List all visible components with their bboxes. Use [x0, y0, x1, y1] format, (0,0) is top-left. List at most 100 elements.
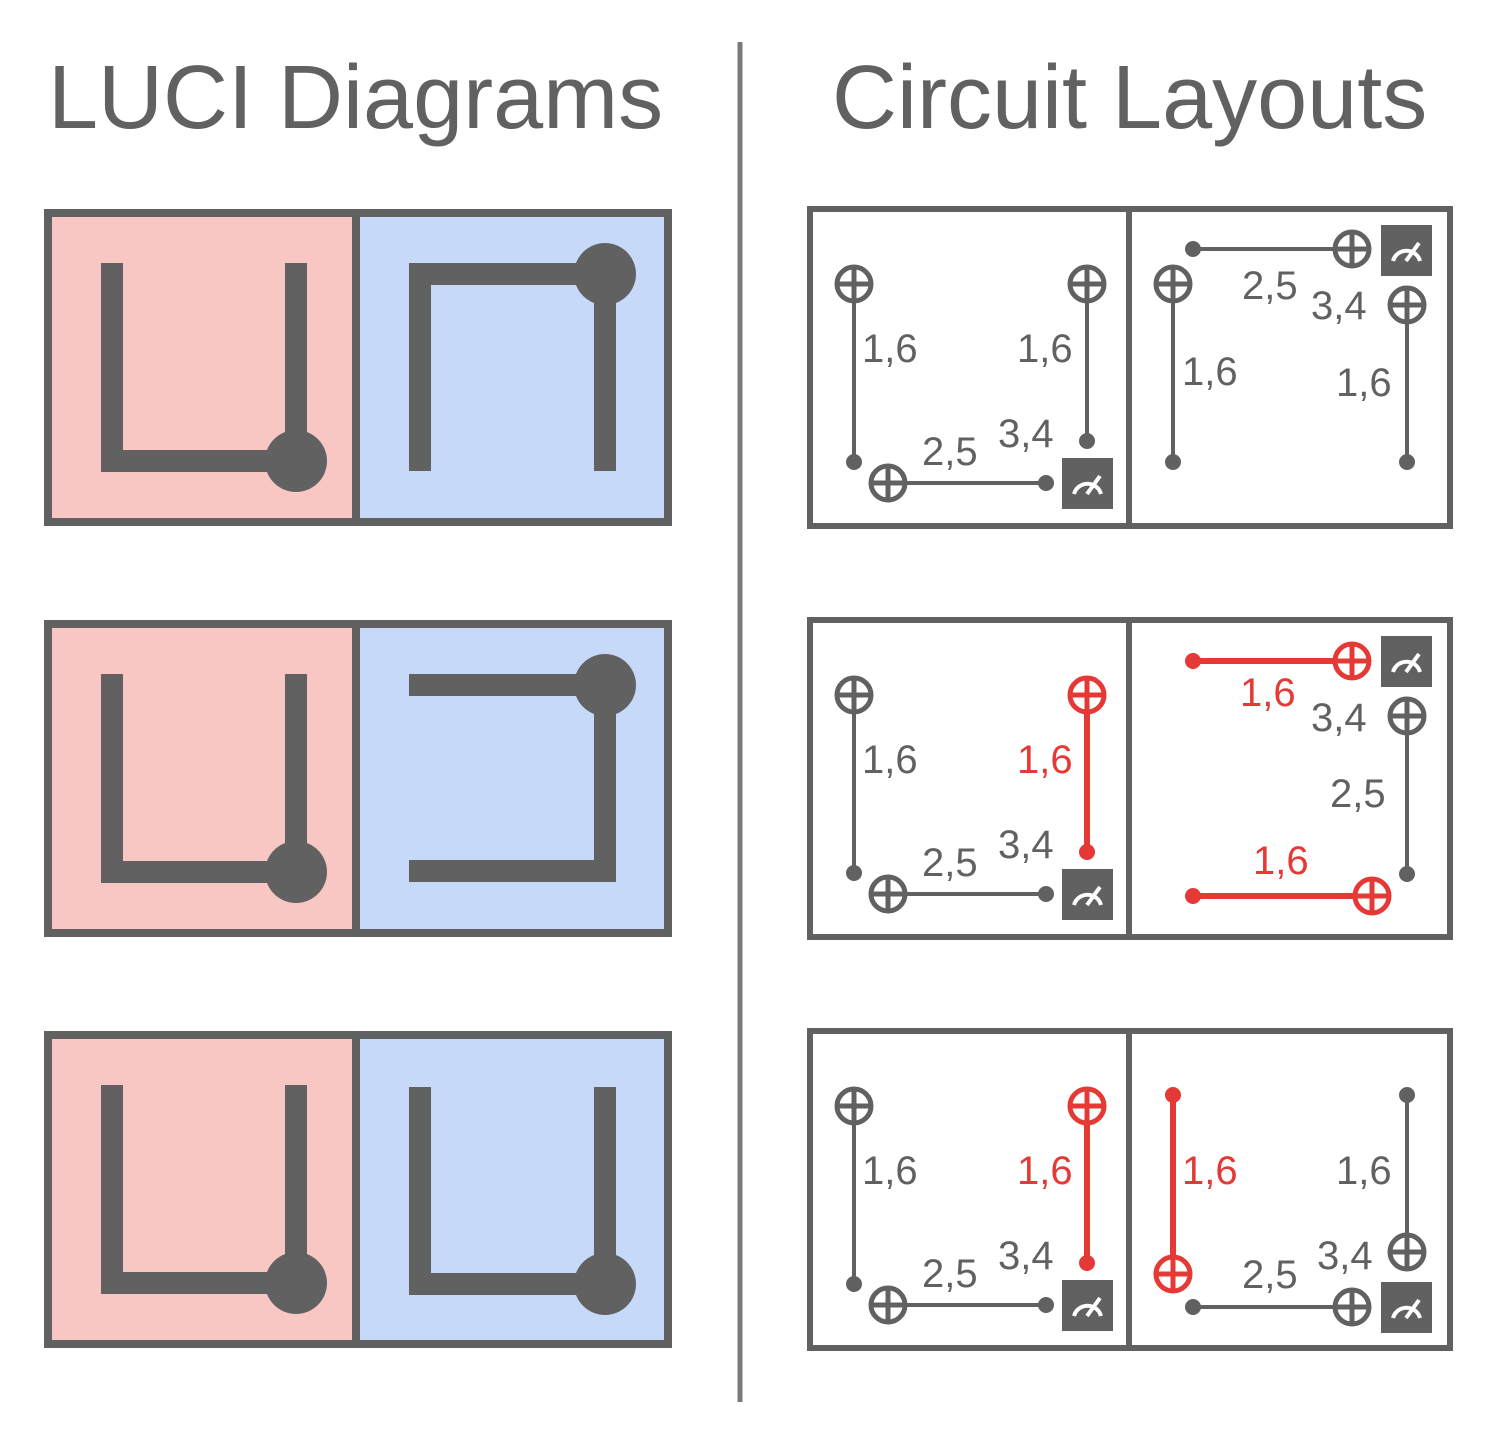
luci-wire: [101, 263, 307, 472]
luci-diagram-row: [44, 209, 672, 526]
edge-label: 1,6: [1017, 1149, 1073, 1193]
dot-icon: [1399, 866, 1415, 882]
dot-icon: [1185, 1299, 1201, 1315]
circled-plus-icon: [868, 874, 908, 914]
dot-icon: [1185, 241, 1201, 257]
edge-label: 2,5: [1330, 772, 1386, 816]
meter-arc: [1072, 1303, 1103, 1317]
dot-icon: [1079, 433, 1095, 449]
edge-label: 2,5: [1242, 1253, 1298, 1297]
meter-icon: [1381, 636, 1432, 687]
circuit-left-panel: 1,6 1,6 2,5 3,4: [834, 264, 1113, 509]
dot-icon: [574, 243, 636, 305]
edge-label: 1,6: [1182, 350, 1238, 394]
edge-label: 1,6: [1336, 1149, 1392, 1193]
luci-left-shape: [101, 674, 327, 903]
edge-label: 1,6: [1240, 671, 1296, 715]
circled-plus-icon: [1387, 285, 1427, 325]
luci-diagram-row: [44, 1031, 672, 1348]
circled-plus-icon: [834, 1086, 874, 1126]
dot-icon: [1079, 844, 1095, 860]
meter-needle: [1404, 241, 1421, 263]
circuit-left-panel: 1,6 1,6 2,5 3,4: [834, 1086, 1113, 1331]
meter-needle: [1085, 1296, 1102, 1318]
edge-label: 2,5: [922, 841, 978, 885]
circled-plus-icon: [1153, 1254, 1193, 1294]
dot-icon: [1185, 653, 1201, 669]
dot-icon: [1399, 1087, 1415, 1103]
meter-icon: [1062, 1280, 1113, 1331]
dot-icon: [846, 1276, 862, 1292]
circled-plus-icon: [834, 264, 874, 304]
luci-right-shape: [409, 654, 636, 882]
luci-wire: [409, 674, 616, 882]
edge-label: 3,4: [1311, 696, 1367, 740]
luci-wire: [409, 1087, 616, 1295]
dot-icon: [265, 1252, 327, 1314]
meter-icon: [1381, 1282, 1432, 1333]
edge-label: 2,5: [922, 430, 978, 474]
dot-icon: [1038, 1297, 1054, 1313]
dot-icon: [574, 1253, 636, 1315]
edge-label: 2,5: [1242, 264, 1298, 308]
dot-icon: [574, 654, 636, 716]
edge-label: 3,4: [998, 412, 1054, 456]
circled-plus-icon: [1332, 1287, 1372, 1327]
meter-arc: [1391, 1305, 1422, 1319]
dot-icon: [846, 865, 862, 881]
luci-right-shape: [409, 243, 636, 471]
dot-icon: [1165, 1087, 1181, 1103]
meter-arc: [1072, 481, 1103, 495]
edge-label: 1,6: [1017, 327, 1073, 371]
circled-plus-icon: [1387, 696, 1427, 736]
circled-plus-icon: [1067, 675, 1107, 715]
meter-arc: [1391, 248, 1422, 262]
luci-left-shape: [101, 263, 327, 492]
circuit-layout-row: 1,6 1,6 2,5 3,41,6 3,4 2,5 1,6: [807, 617, 1453, 940]
dot-icon: [1079, 1255, 1095, 1271]
dot-icon: [1038, 886, 1054, 902]
circled-plus-icon: [868, 1285, 908, 1325]
circled-plus-icon: [1067, 264, 1107, 304]
dot-icon: [1165, 454, 1181, 470]
meter-arc: [1391, 659, 1422, 673]
meter-arc: [1072, 892, 1103, 906]
meter-needle: [1404, 1298, 1421, 1320]
edge-label: 1,6: [1017, 738, 1073, 782]
circled-plus-icon: [1153, 264, 1193, 304]
circled-plus-icon: [1387, 1232, 1427, 1272]
edge-label: 3,4: [998, 1234, 1054, 1278]
dot-icon: [1038, 475, 1054, 491]
meter-icon: [1381, 225, 1432, 276]
circuit-right-panel: 1,6 3,4 2,5 1,6: [1185, 636, 1432, 916]
luci-right-shape: [409, 1087, 636, 1315]
circled-plus-icon: [1352, 876, 1392, 916]
dot-icon: [846, 454, 862, 470]
dot-icon: [265, 430, 327, 492]
dot-icon: [1399, 454, 1415, 470]
edge-label: 1,6: [862, 1149, 918, 1193]
meter-needle: [1085, 474, 1102, 496]
edge-label: 1,6: [862, 327, 918, 371]
heading-luci-diagrams: LUCI Diagrams: [48, 48, 663, 148]
luci-wire: [409, 263, 616, 471]
luci-wire: [101, 674, 307, 883]
circled-plus-icon: [868, 463, 908, 503]
dot-icon: [1185, 888, 1201, 904]
luci-diagrams-column: [44, 209, 672, 1348]
edge-label: 1,6: [1253, 839, 1309, 883]
circled-plus-icon: [1332, 641, 1372, 681]
edge-label: 2,5: [922, 1252, 978, 1296]
meter-needle: [1085, 885, 1102, 907]
meter-icon: [1062, 458, 1113, 509]
circled-plus-icon: [1067, 1086, 1107, 1126]
meter-needle: [1404, 652, 1421, 674]
edge-label: 1,6: [1336, 361, 1392, 405]
circled-plus-icon: [1332, 229, 1372, 269]
luci-left-shape: [101, 1085, 327, 1314]
